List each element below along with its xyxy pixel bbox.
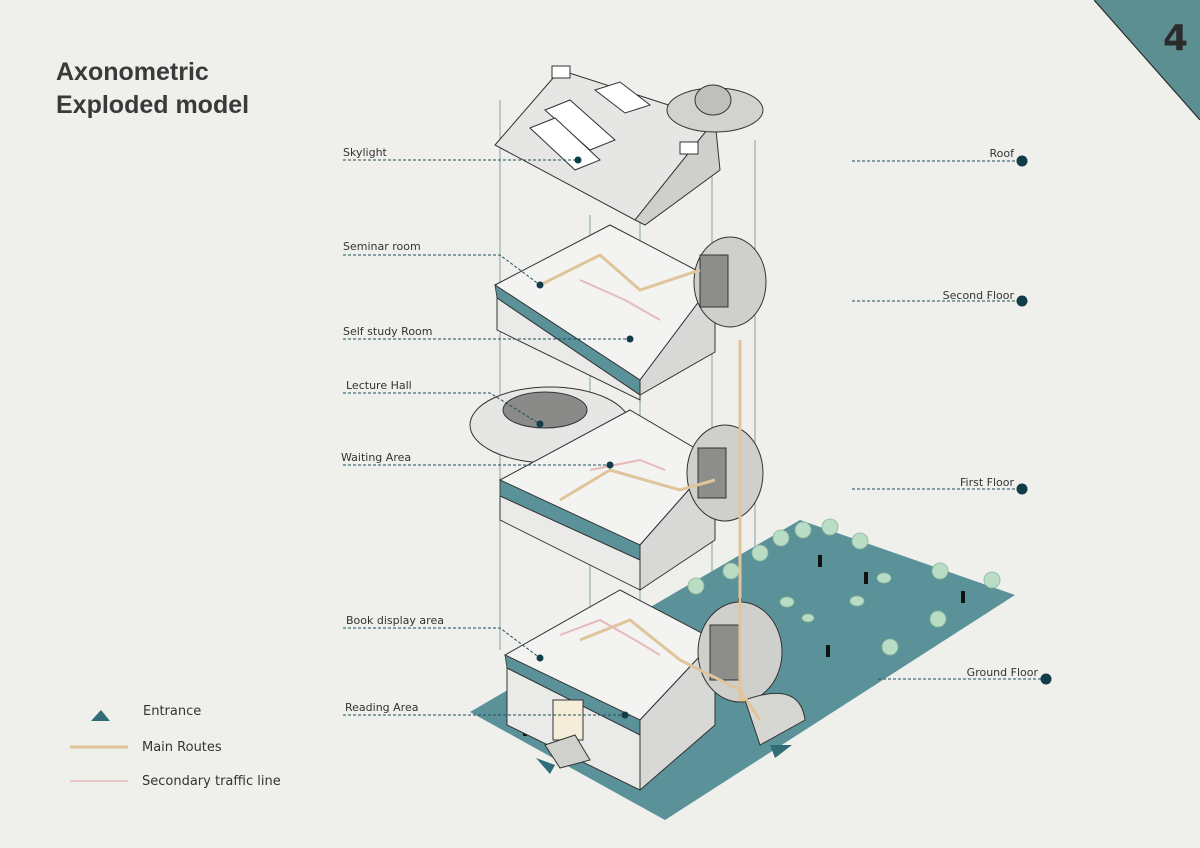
label-first-floor: First Floor — [959, 476, 1014, 489]
label-skylight: Skylight — [343, 146, 387, 159]
label-reading-area: Reading Area — [345, 701, 419, 714]
title-line-1: Axonometric — [56, 58, 209, 86]
label-ground-floor: Ground Floor — [966, 666, 1038, 679]
page-title: Axonometric Exploded model — [56, 56, 249, 122]
page-corner-tab — [1094, 0, 1200, 120]
label-seminar-room: Seminar room — [343, 240, 421, 253]
legend-main-routes-label: Main Routes — [142, 740, 222, 755]
right-leader-dots — [1016, 155, 1052, 685]
tree-group — [687, 518, 1001, 656]
entrance-marker-left — [536, 758, 555, 774]
second-floor-model — [494, 224, 767, 401]
legend-secondary-traffic-label: Secondary traffic line — [142, 774, 281, 789]
label-lecture-hall: Lecture Hall — [346, 379, 412, 392]
roof-model — [494, 65, 764, 226]
entrance-marker-right — [770, 745, 792, 758]
label-second-floor: Second Floor — [942, 289, 1014, 302]
main-route-vertical — [738, 340, 745, 702]
first-floor-model — [469, 386, 764, 591]
left-leader-lines — [343, 159, 630, 716]
label-roof: Roof — [989, 147, 1014, 160]
ground-floor-model — [503, 589, 806, 792]
legend-entrance-icon — [91, 710, 110, 721]
left-leader-dots — [536, 156, 634, 719]
page-number: 4 — [1162, 18, 1188, 59]
right-leader-lines — [852, 160, 1046, 680]
label-waiting-area: Waiting Area — [341, 451, 412, 464]
label-book-display-area: Book display area — [346, 614, 444, 627]
label-self-study-room: Self study Room — [343, 325, 433, 338]
title-line-2: Exploded model — [56, 91, 250, 119]
legend-entrance-label: Entrance — [143, 704, 202, 719]
